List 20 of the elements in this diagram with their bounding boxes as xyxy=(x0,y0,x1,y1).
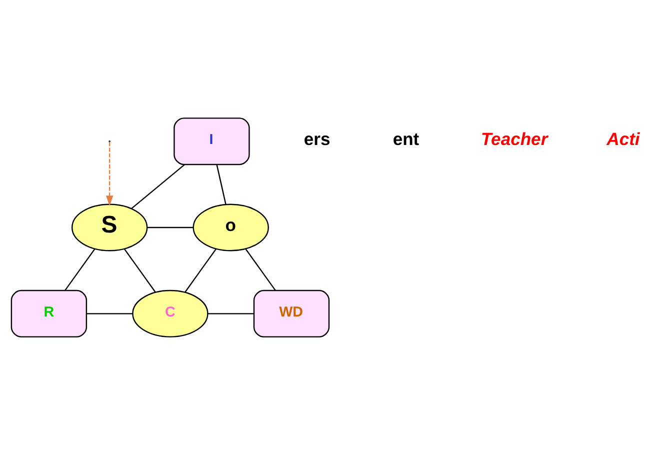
connector xyxy=(64,248,96,291)
connector xyxy=(131,164,185,209)
node-box: WD xyxy=(253,290,330,338)
connector xyxy=(245,248,276,291)
connector xyxy=(208,313,254,314)
node-box: I xyxy=(174,118,250,166)
connector xyxy=(86,313,133,314)
connector xyxy=(147,226,194,228)
node-ellipse: S xyxy=(71,204,148,252)
label: Acti xyxy=(606,129,640,149)
node-ellipse: C xyxy=(132,290,208,338)
node-ellipse: o xyxy=(192,204,269,252)
node-box: R xyxy=(10,290,88,338)
connector xyxy=(124,248,156,292)
connector xyxy=(216,164,226,205)
arrow xyxy=(106,142,114,206)
label: ers xyxy=(304,129,330,149)
label: ent xyxy=(392,129,420,149)
connector xyxy=(184,248,217,292)
label: Teacher xyxy=(480,129,548,149)
